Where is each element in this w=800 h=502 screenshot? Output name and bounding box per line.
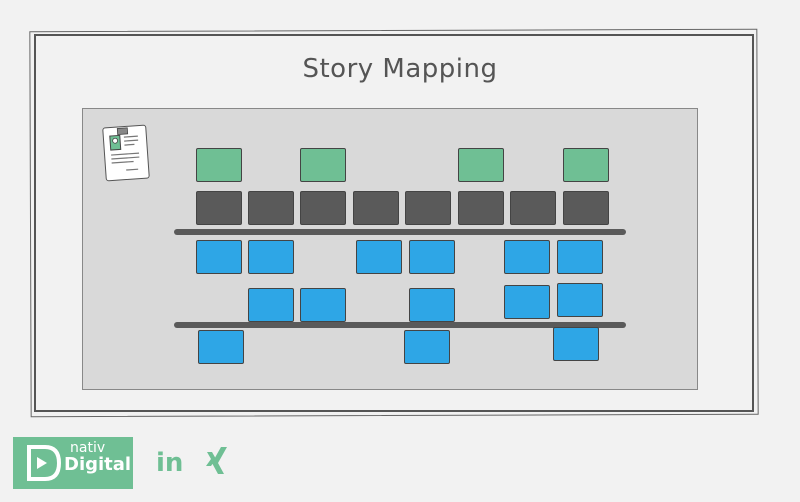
story-note — [196, 240, 242, 274]
story-note — [553, 327, 599, 361]
story-note — [248, 240, 294, 274]
story-note — [356, 240, 402, 274]
task-note — [563, 191, 609, 225]
linkedin-icon[interactable]: in — [156, 448, 184, 478]
nativ-digital-logo[interactable] — [13, 437, 133, 489]
task-note — [405, 191, 451, 225]
logo-text-digital: Digital — [64, 454, 132, 475]
story-note — [557, 283, 603, 317]
activity-note — [196, 148, 242, 182]
activity-note — [300, 148, 346, 182]
persona-card-icon — [102, 124, 150, 182]
story-note — [300, 288, 346, 322]
release-line — [174, 322, 626, 328]
xing-icon[interactable] — [205, 446, 231, 483]
story-note — [409, 288, 455, 322]
logo-text-nativ: nativ — [70, 440, 106, 456]
logo-mark-icon — [27, 445, 62, 481]
story-note — [198, 330, 244, 364]
story-note — [504, 285, 550, 319]
task-note — [248, 191, 294, 225]
diagram-title: Story Mapping — [302, 54, 498, 84]
task-note — [458, 191, 504, 225]
task-note — [510, 191, 556, 225]
persona-card-svg — [109, 127, 140, 171]
task-note — [196, 191, 242, 225]
activity-note — [458, 148, 504, 182]
story-note — [404, 330, 450, 364]
story-note — [248, 288, 294, 322]
xing-mark-icon — [206, 447, 227, 474]
task-note — [353, 191, 399, 225]
story-note — [409, 240, 455, 274]
task-note — [300, 191, 346, 225]
story-note — [504, 240, 550, 274]
story-note — [557, 240, 603, 274]
activity-note — [563, 148, 609, 182]
release-line — [174, 229, 626, 235]
